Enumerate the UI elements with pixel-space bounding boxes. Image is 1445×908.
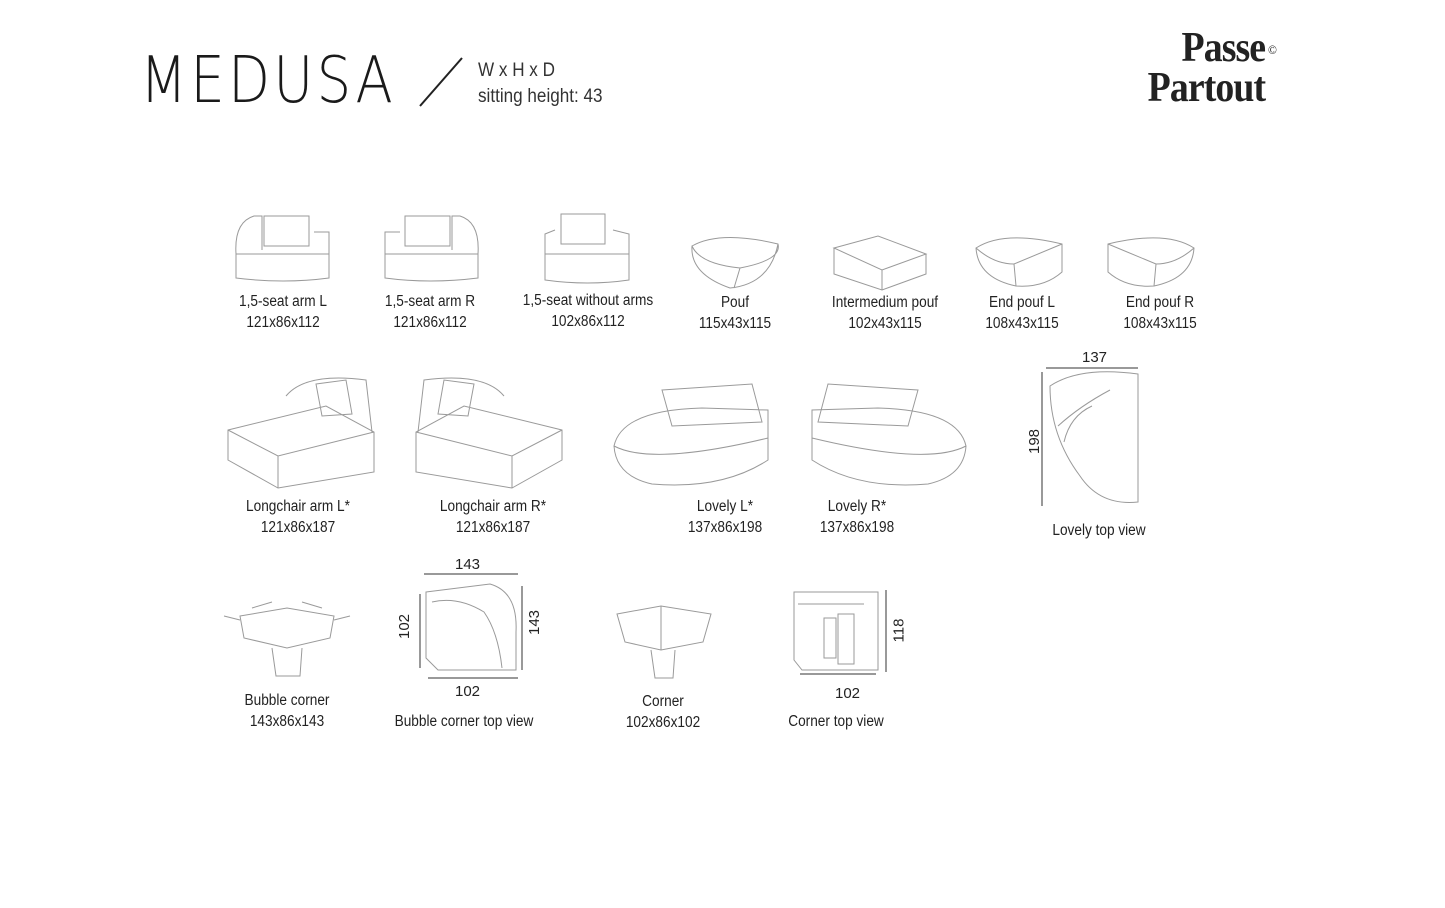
item-longchair-l: Longchair arm L* 121x86x187 xyxy=(198,496,398,538)
bubble-top-width: 143 xyxy=(455,556,481,573)
item-name: End pouf L xyxy=(989,294,1055,311)
corner-top-depth: 118 xyxy=(890,618,908,643)
item-seat-without-arms: 1,5-seat without arms 102x86x112 xyxy=(488,290,688,332)
bubble-top-left: 102 xyxy=(396,613,414,640)
lovely-r-drawing xyxy=(811,383,967,486)
item-name: 1,5-seat without arms xyxy=(522,292,654,309)
item-size: 115x43x115 xyxy=(698,315,772,332)
item-size: 102x43x115 xyxy=(848,315,922,332)
bubble-top-bottom: 102 xyxy=(455,683,481,700)
item-name: Bubble corner top view xyxy=(394,713,534,730)
item-size: 121x86x187 xyxy=(455,519,531,536)
item-corner-top-view: Corner top view xyxy=(736,711,936,732)
item-name: Corner xyxy=(642,693,684,710)
item-size: 108x43x115 xyxy=(1123,315,1197,332)
item-size: 121x86x187 xyxy=(260,519,336,536)
end-pouf-l-drawing xyxy=(975,237,1063,287)
lovely-top-view-drawing xyxy=(1041,367,1139,506)
item-name: Pouf xyxy=(720,294,750,311)
logo-line1: Passe xyxy=(1181,25,1267,71)
item-lovely-r: Lovely R* 137x86x198 xyxy=(757,496,957,538)
item-bubble-corner: Bubble corner 143x86x143 xyxy=(187,690,387,732)
item-seat-arm-l: 1,5-seat arm L 121x86x112 xyxy=(183,291,383,333)
item-size: 137x86x198 xyxy=(687,519,763,536)
seat-without-arms-drawing xyxy=(544,213,630,284)
lovely-top-width: 137 xyxy=(1082,349,1108,366)
item-pouf: Pouf 115x43x115 xyxy=(635,292,835,334)
bubble-top-right: 143 xyxy=(526,609,544,636)
corner-drawing xyxy=(616,605,712,679)
sitting-height: sitting height: 43 xyxy=(478,86,603,107)
item-lovely-top-view: Lovely top view xyxy=(999,520,1199,541)
item-lovely-l: Lovely L* 137x86x198 xyxy=(625,496,825,538)
item-name: Lovely R* xyxy=(827,498,887,515)
bubble-corner-top-view-drawing xyxy=(419,573,523,679)
item-size: 121x86x112 xyxy=(246,314,320,331)
item-size: 121x86x112 xyxy=(393,314,467,331)
item-corner: Corner 102x86x102 xyxy=(563,691,763,733)
item-longchair-r: Longchair arm R* 121x86x187 xyxy=(393,496,593,538)
logo-line2: Partout xyxy=(1147,65,1266,111)
corner-top-width: 102 xyxy=(835,685,861,702)
copyright-mark: © xyxy=(1267,42,1277,57)
bubble-corner-drawing xyxy=(223,601,351,677)
item-name: Lovely L* xyxy=(696,498,754,515)
item-size: 102x86x102 xyxy=(625,714,701,731)
item-size: 143x86x143 xyxy=(249,713,325,730)
lovely-l-drawing xyxy=(613,383,769,486)
longchair-l-drawing xyxy=(227,377,375,489)
item-name: Lovely top view xyxy=(1052,522,1146,539)
item-name: 1,5-seat arm R xyxy=(384,293,476,310)
seat-arm-r-drawing xyxy=(384,215,479,282)
item-name: End pouf R xyxy=(1125,294,1195,311)
end-pouf-r-drawing xyxy=(1107,237,1195,287)
product-title: MEDUSA xyxy=(140,44,397,118)
corner-top-view-drawing xyxy=(793,590,887,675)
item-bubble-corner-top-view: Bubble corner top view xyxy=(364,711,564,732)
dims-label: W x H x D xyxy=(478,60,555,81)
item-name: Longchair arm L* xyxy=(246,498,350,515)
item-end-pouf-r: End pouf R 108x43x115 xyxy=(1060,292,1260,334)
title-slash xyxy=(419,57,463,107)
brand-logo: Passe Partout © xyxy=(1132,25,1277,111)
item-name: 1,5-seat arm L xyxy=(239,293,327,310)
item-name: Bubble corner xyxy=(244,692,330,709)
item-size: 102x86x112 xyxy=(551,313,625,330)
item-seat-arm-r: 1,5-seat arm R 121x86x112 xyxy=(330,291,530,333)
pouf-drawing xyxy=(691,237,779,289)
item-name: Corner top view xyxy=(788,713,884,730)
item-end-pouf-l: End pouf L 108x43x115 xyxy=(922,292,1122,334)
item-name: Intermedium pouf xyxy=(831,294,939,311)
lovely-top-depth: 198 xyxy=(1026,428,1044,455)
longchair-r-drawing xyxy=(415,377,563,489)
intermedium-pouf-drawing xyxy=(832,235,928,291)
seat-arm-l-drawing xyxy=(235,215,330,282)
item-size: 108x43x115 xyxy=(985,315,1059,332)
item-size: 137x86x198 xyxy=(819,519,895,536)
item-intermedium-pouf: Intermedium pouf 102x43x115 xyxy=(785,292,985,334)
item-name: Longchair arm R* xyxy=(439,498,547,515)
